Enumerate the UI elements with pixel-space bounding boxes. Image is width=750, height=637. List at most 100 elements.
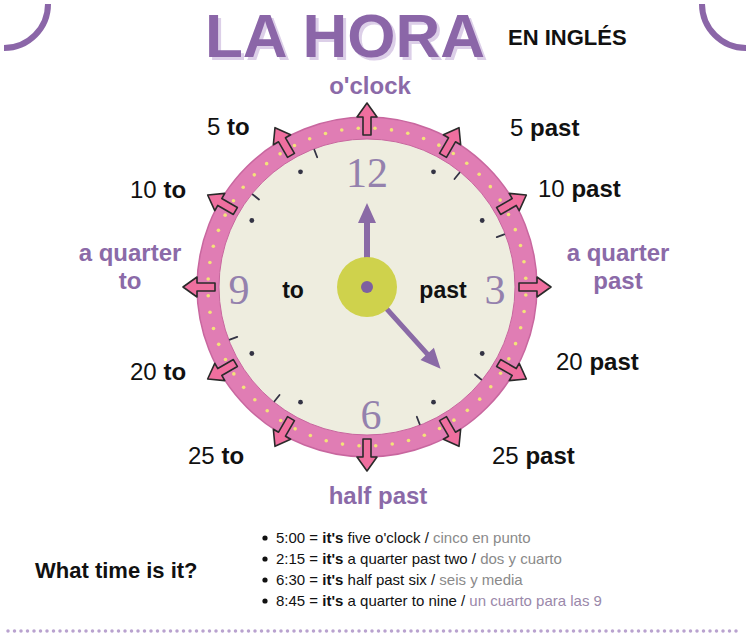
ring-dot <box>390 128 394 132</box>
example-line: 6:30 =it's half past six /seis y media <box>276 571 523 589</box>
ring-dot <box>278 152 282 156</box>
minute-tick <box>253 194 259 199</box>
minute-tick <box>497 234 504 237</box>
ring-dot <box>489 385 493 389</box>
label-text: past <box>530 114 579 141</box>
label-text: five o'clock / <box>348 529 429 546</box>
ring-dot <box>507 213 511 217</box>
ring-dot <box>241 185 245 189</box>
label-text: 8:45 = <box>276 592 318 609</box>
time-phrase: 20to <box>130 358 186 386</box>
label-text: 6:30 = <box>276 571 318 588</box>
side-label: past <box>419 278 466 303</box>
pointer-arrow <box>357 439 377 471</box>
minute-tick <box>230 337 237 340</box>
ring-dot <box>478 397 482 401</box>
ring-dot <box>489 185 493 189</box>
side-label: to <box>282 278 304 303</box>
ring-dot <box>423 434 427 438</box>
hour-dot <box>480 351 485 356</box>
bullet <box>262 598 267 603</box>
ring-dot <box>232 372 236 376</box>
ring-dot <box>466 409 470 413</box>
pointer-arrow <box>357 103 377 135</box>
example-line: 5:00 =it'sfive o'clock /cinco en punto <box>276 529 531 547</box>
clock-dial <box>219 139 515 435</box>
pointer-arrow <box>434 123 467 161</box>
ring-dot <box>324 439 328 443</box>
label-text: a quarter to <box>79 239 182 294</box>
label-text: o'clock <box>329 72 411 99</box>
ring-dot <box>279 419 283 423</box>
minute-number: 10 <box>538 175 565 202</box>
label-text: What time is it? <box>35 558 198 583</box>
hour-dot <box>298 400 303 405</box>
label-text: past <box>571 175 620 202</box>
example-line: 2:15 =it'sa quarter past two /dos y cuar… <box>276 550 562 568</box>
ring-dot <box>206 277 210 281</box>
minute-number: 20 <box>556 348 583 375</box>
time-phrase: 5 to <box>207 113 250 141</box>
ring-dot <box>438 427 442 431</box>
ring-dot <box>265 162 269 166</box>
hub <box>337 257 397 317</box>
time-phrase: a quarter to <box>71 240 189 296</box>
ring-dot <box>309 434 313 438</box>
label-text: a quarter past <box>567 239 670 294</box>
label-text: to <box>227 113 250 140</box>
ring-dot <box>437 143 441 147</box>
ring-dot <box>224 358 228 362</box>
question: What time is it? <box>35 558 198 583</box>
hour-dot <box>431 169 436 174</box>
ring-dot <box>477 173 481 177</box>
ring-dot <box>519 244 523 248</box>
time-phrase: half past <box>329 482 428 510</box>
ring-dot <box>422 137 426 141</box>
ring-dot <box>293 144 297 148</box>
ring-dot <box>522 260 526 264</box>
ring-dot <box>223 213 227 217</box>
ring-dot <box>498 198 502 202</box>
time-phrase: 10past <box>538 175 621 203</box>
ring-dot <box>324 132 328 136</box>
label-text: un cuarto para las 9 <box>469 592 602 609</box>
hour-dot <box>249 218 254 223</box>
clock-numeral: 3 <box>485 267 506 313</box>
pointer-arrow <box>203 186 241 219</box>
hour-dot <box>249 351 254 356</box>
ring-dot <box>390 442 394 446</box>
bullet <box>262 535 267 540</box>
pointer-arrow <box>266 414 299 452</box>
ring-dot <box>206 294 210 298</box>
time-phrase: 10to <box>130 176 186 204</box>
label-text: past <box>525 442 574 469</box>
minute-number: 5 <box>510 114 523 141</box>
clock-numeral: 12 <box>346 150 388 196</box>
label-text: a quarter past two / <box>348 550 476 567</box>
ring-dot <box>341 442 345 446</box>
ring-dot <box>340 128 344 132</box>
minute-number: 25 <box>188 442 215 469</box>
ring-dot <box>465 161 469 165</box>
minute-tick <box>417 417 420 424</box>
time-phrase: a quarter past <box>559 240 677 296</box>
ring-dot <box>208 310 212 314</box>
label-text: half past <box>329 482 428 509</box>
label-text: to <box>163 358 186 385</box>
label-text: it's <box>322 550 343 567</box>
ring-dot <box>212 327 216 331</box>
ring-dot <box>357 444 361 448</box>
time-phrase: 25to <box>188 442 244 470</box>
time-phrase: o'clock <box>329 72 411 100</box>
ring-dot <box>253 173 257 177</box>
ring-dot <box>451 152 455 156</box>
label-text: seis y media <box>439 571 522 588</box>
label-text: it's <box>322 592 343 609</box>
label-text: it's <box>322 571 343 588</box>
ring-dot <box>406 132 410 136</box>
label-text: a quarter to nine / <box>348 592 466 609</box>
label-text: half past six / <box>348 571 436 588</box>
label-text: past <box>589 348 638 375</box>
minute-number: 5 <box>207 113 220 140</box>
